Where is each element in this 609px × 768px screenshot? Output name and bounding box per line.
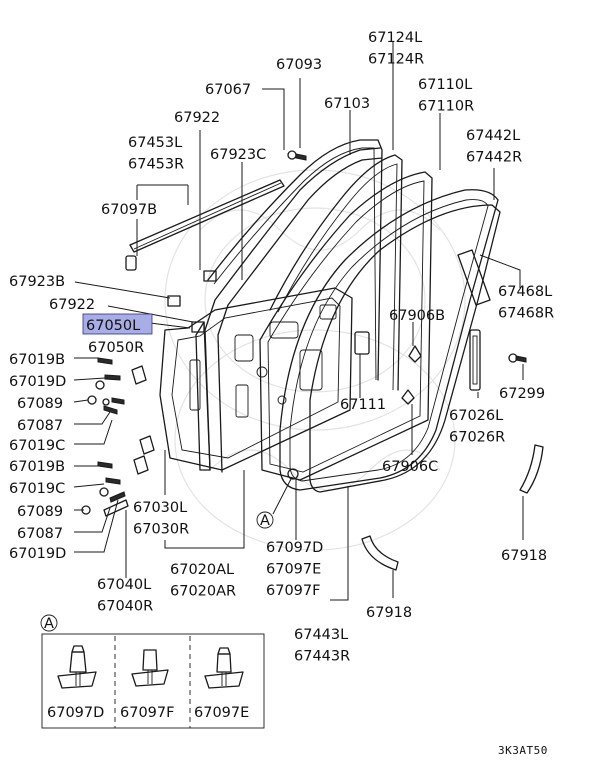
label-67299: 67299 [499,386,545,402]
inset-a: A 67097D 67097F 67097E [40,614,265,729]
clip-67097d-icon [57,645,97,689]
bracket-67111 [354,331,370,355]
label-67019c-upper: 67019C [9,438,65,454]
inset-label-67097d: 67097D [47,705,104,721]
label-67922-top: 67922 [174,110,220,126]
callout-a-circle [256,511,274,529]
label-67019d-lower: 67019D [9,546,66,562]
label-67918-center: 67918 [366,605,412,621]
label-67019d-upper: 67019D [9,374,66,390]
clip-67097f-icon [131,649,169,687]
clip-67097e-icon [204,647,244,689]
block-67922-low [191,321,205,333]
block-67922-top [203,270,217,282]
label-67089-lower: 67089 [17,504,63,520]
channel-67026 [469,329,481,391]
label-67918-right: 67918 [501,548,547,564]
label-67050r: 67050R [88,340,144,356]
label-67089-upper: 67089 [17,396,63,412]
upper-hinge-group [87,357,147,415]
weatherstrip-67443 [309,204,501,493]
block-67922-mid [167,295,181,307]
diagram-code: 3K3AT50 [498,744,548,757]
label-67111: 67111 [340,397,386,413]
door-panel [159,287,353,471]
door-assembly-drawing: A [81,139,544,571]
door-panel-inner-edge [171,297,341,459]
door-frame-outline [204,147,381,471]
window-channel-inner [213,147,377,381]
label-67093: 67093 [276,57,322,73]
door-frame-inner [217,157,383,473]
label-67019b-lower: 67019B [9,459,65,475]
molding-67918-center [361,535,399,571]
lower-hinge-group [81,435,155,515]
label-67906c: 67906C [382,459,438,475]
label-67923c: 67923C [210,147,266,163]
watermark [164,169,466,551]
label-67922-mid: 67922 [49,297,95,313]
glass-run-67124 [269,154,403,391]
inset-a-box [41,633,265,729]
door-glass [259,171,433,481]
callout-a-label: A [260,513,270,529]
panel-holes [189,304,337,418]
label-67067: 67067 [205,82,251,98]
clip-67906c [401,389,415,405]
weatherstrip-67442-inner [289,199,489,482]
leader-lines [73,42,524,601]
label-67906b: 67906B [389,308,445,324]
screw-67093 [295,153,307,161]
inset-a-circle [40,614,58,632]
door-check-67040 [103,499,129,517]
label-67103: 67103 [324,96,370,112]
highlight-67050l [82,313,153,335]
label-67923b: 67923B [9,274,65,290]
label-67050l: 67050L [86,318,140,334]
inset-a-label: A [44,616,54,632]
label-67087-lower: 67087 [17,526,63,542]
glass-run-67124-inner [277,163,398,391]
division-strip-67468 [457,249,491,306]
bolt-67299 [515,355,527,363]
window-channel [207,139,383,381]
label-67019c-lower: 67019C [9,481,65,497]
label-67097b: 67097B [101,202,157,218]
clip-67906b [408,345,422,363]
weatherstrip-67442 [279,189,499,491]
label-67087-upper: 67087 [17,418,63,434]
drip-molding-67453 [129,179,285,253]
molding-67918-right [519,444,544,494]
inset-label-67097f: 67097F [120,705,174,721]
clip-67097b [125,255,137,271]
door-glass-inner [267,180,425,473]
inset-label-67097e: 67097E [194,705,249,721]
drip-molding-67453-inner [133,182,282,250]
label-67019b-upper: 67019B [9,352,65,368]
